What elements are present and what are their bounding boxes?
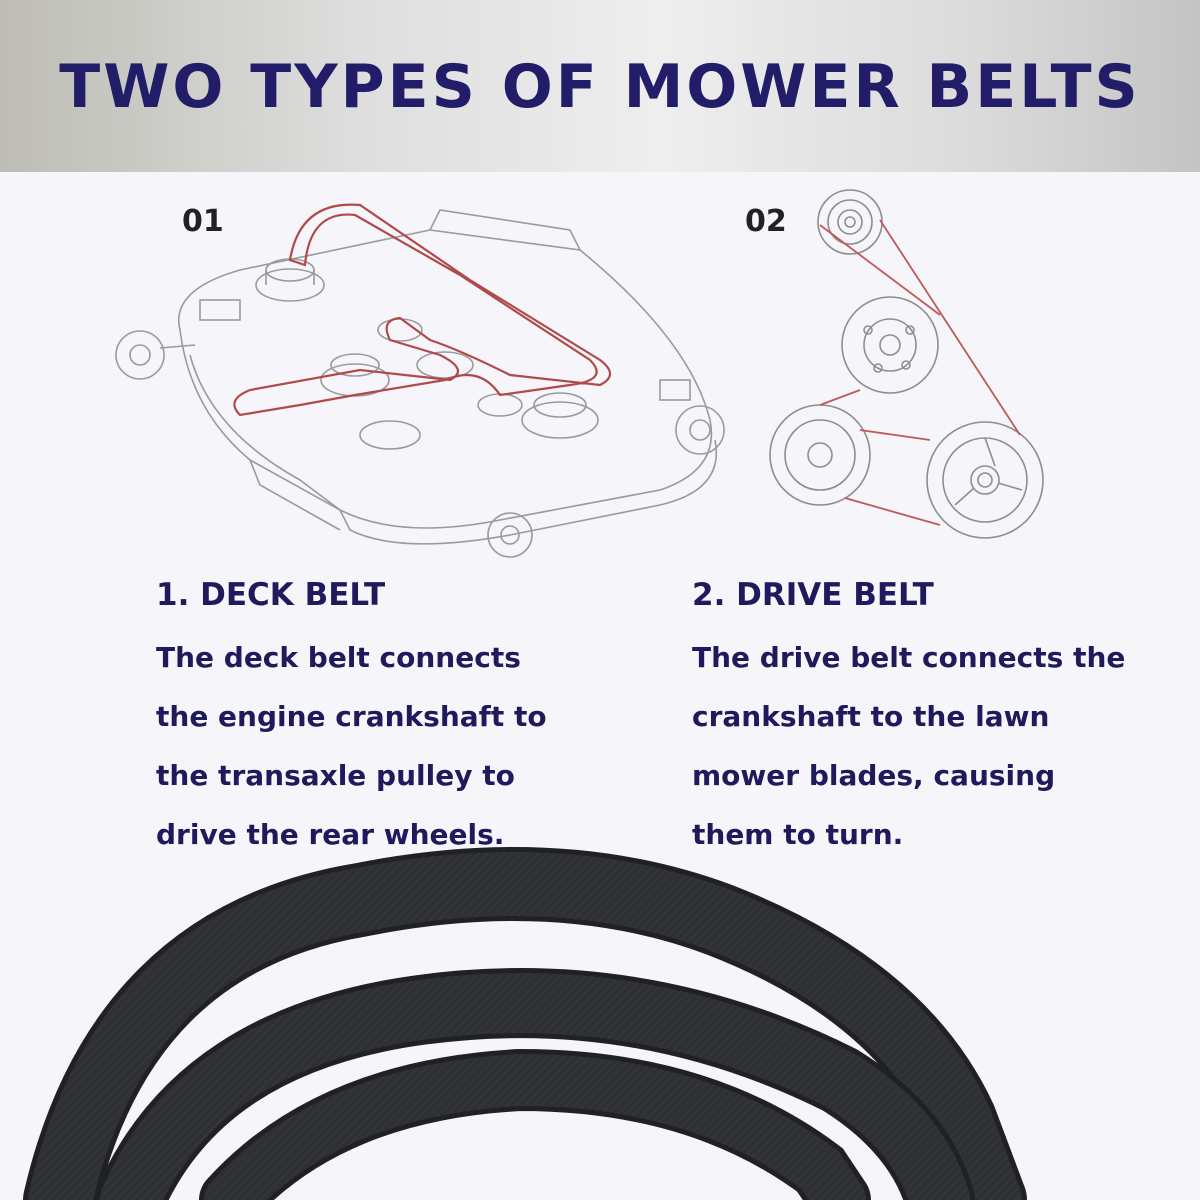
deck-belt-heading: 1. DECK BELT [156, 577, 386, 613]
diagram-number-2: 02 [745, 204, 787, 239]
drive-belt-line-1: The drive belt connects the [692, 641, 1126, 674]
deck-belt-diagram [115, 203, 725, 558]
drive-belt-line-3: mower blades, causing [692, 759, 1056, 792]
deck-belt-line-1: The deck belt connects [156, 641, 521, 674]
drive-belt-heading: 2. DRIVE BELT [692, 577, 934, 613]
drive-belt-line-4: them to turn. [692, 818, 904, 851]
diagram-number-1: 01 [182, 204, 224, 239]
deck-belt-line-2: the engine crankshaft to [156, 700, 547, 733]
title-banner: TWO TYPES OF MOWER BELTS [0, 0, 1200, 172]
deck-belt-line-4: drive the rear wheels. [156, 818, 505, 851]
drive-belt-diagram [769, 189, 1044, 539]
drive-belt-line-2: crankshaft to the lawn [692, 700, 1050, 733]
page-title: TWO TYPES OF MOWER BELTS [59, 52, 1141, 122]
deck-belt-line-3: the transaxle pulley to [156, 759, 515, 792]
belt-photo [23, 847, 1027, 1200]
